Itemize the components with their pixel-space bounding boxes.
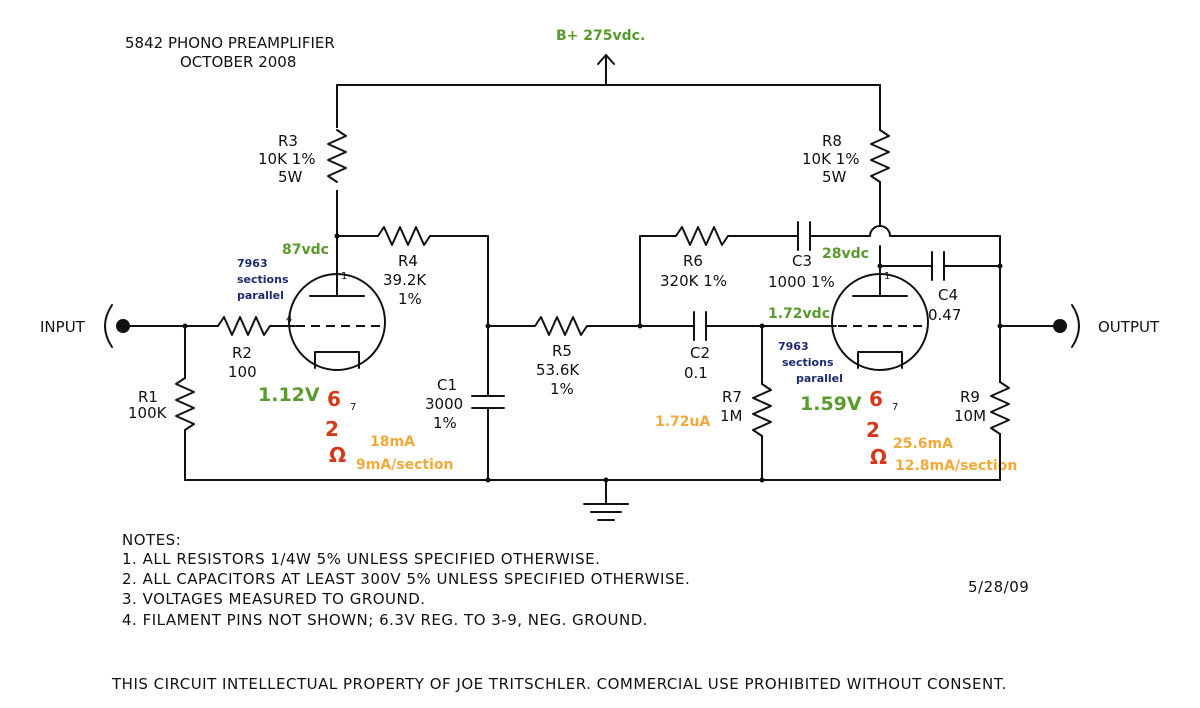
tube1-cathode-voltage: 1.12V — [258, 384, 320, 406]
note-3: 3. VOLTAGES MEASURED TO GROUND. — [122, 590, 426, 608]
r6-value: 320K 1% — [660, 272, 727, 290]
tube2-grid-voltage: 1.72vdc — [768, 306, 830, 322]
bplus-arrow-icon — [597, 54, 615, 86]
r3-rating: 5W — [278, 168, 303, 186]
r5-tol: 1% — [550, 380, 574, 398]
c2-value: 0.1 — [684, 364, 708, 382]
tube1-type-line1: 7963 — [237, 257, 268, 270]
resistor-r7 — [752, 325, 772, 481]
capacitor-c4 — [879, 235, 1001, 327]
notes-heading: NOTES: — [122, 531, 181, 549]
tube2-pin-b: 7 — [892, 402, 898, 413]
note-2: 2. ALL CAPACITORS AT LEAST 300V 5% UNLES… — [122, 570, 690, 588]
r3-value: 10K 1% — [258, 150, 316, 168]
c1-tol: 1% — [433, 414, 457, 432]
tube1-envelope — [288, 273, 386, 371]
tube1-pin-a: 6 — [327, 387, 341, 411]
c4-name: C4 — [938, 286, 958, 304]
resistor-r2 — [217, 316, 296, 336]
tube2-plate-voltage: 28vdc — [822, 246, 869, 262]
tube2-current-section: 12.8mA/section — [895, 458, 1017, 474]
resistor-r9 — [990, 325, 1010, 481]
c2-name: C2 — [690, 344, 710, 362]
revision-date: 5/28/09 — [968, 578, 1029, 596]
input-label: INPUT — [40, 318, 86, 336]
c3-value: 1000 1% — [768, 273, 835, 291]
c4-value: 0.47 — [928, 306, 961, 324]
tube2-current-total: 25.6mA — [893, 436, 953, 452]
r6-name: R6 — [683, 252, 703, 270]
resistor-r1 — [175, 325, 195, 481]
tube2-cathode-voltage: 1.59V — [800, 393, 862, 415]
tube1-pin-b: 7 — [350, 402, 356, 413]
r3-name: R3 — [278, 132, 298, 150]
resistor-r8 — [870, 129, 890, 275]
note-1: 1. ALL RESISTORS 1/4W 5% UNLESS SPECIFIE… — [122, 550, 600, 568]
tube1-type-line3: parallel — [237, 289, 284, 302]
bplus-rail — [336, 84, 881, 131]
tube2-cathode-ohm: Ω — [870, 445, 887, 469]
resistor-r4 — [336, 226, 489, 327]
r4-value: 39.2K — [383, 271, 427, 289]
footer-copyright: THIS CIRCUIT INTELLECTUAL PROPERTY OF JO… — [111, 675, 1007, 693]
resistor-r5 — [487, 316, 641, 336]
tube1-type-line2: sections — [237, 273, 289, 286]
resistor-r3 — [326, 128, 348, 190]
tube2-type-line2: sections — [782, 356, 834, 369]
r4-name: R4 — [398, 252, 418, 270]
r4-tol: 1% — [398, 290, 422, 308]
r1-value: 100K — [128, 404, 168, 422]
r2-name: R2 — [232, 344, 252, 362]
r7-current: 1.72uA — [655, 414, 711, 430]
tube2-pin-c: 2 — [866, 418, 880, 442]
r9-name: R9 — [960, 388, 980, 406]
ground-symbol-icon — [583, 479, 629, 521]
tube1-current-section: 9mA/section — [356, 457, 453, 473]
r9-value: 10M — [954, 407, 986, 425]
resistor-r6 — [639, 226, 799, 327]
r8-rating: 5W — [822, 168, 847, 186]
tube2-pin-plate: 1 — [884, 271, 890, 282]
tube2-envelope — [831, 273, 929, 371]
tube1-current-total: 18mA — [370, 434, 415, 450]
bplus-label: B+ 275vdc. — [556, 28, 645, 44]
capacitor-c1 — [471, 325, 505, 481]
tube2-type-line1: 7963 — [778, 340, 809, 353]
note-4: 4. FILAMENT PINS NOT SHOWN; 6.3V REG. TO… — [122, 611, 648, 629]
r5-name: R5 — [552, 342, 572, 360]
r8-value: 10K 1% — [802, 150, 860, 168]
schematic-title: 5842 PHONO PREAMPLIFIER — [125, 34, 335, 52]
r7-value: 1M — [720, 407, 743, 425]
r2-value: 100 — [228, 363, 257, 381]
r5-value: 53.6K — [536, 361, 580, 379]
ground-bus — [184, 477, 1001, 483]
c1-name: C1 — [437, 376, 457, 394]
output-jack-icon — [1053, 304, 1080, 348]
tube2-type-line3: parallel — [796, 372, 843, 385]
capacitor-c2 — [639, 311, 837, 341]
output-label: OUTPUT — [1098, 318, 1160, 336]
r8-name: R8 — [822, 132, 842, 150]
tube1-cathode-ohm: Ω — [329, 443, 346, 467]
tube1-pin-grid: 4 — [286, 314, 292, 325]
tube1-pin-plate: 1 — [341, 271, 347, 282]
tube1-plate-voltage: 87vdc — [282, 242, 329, 258]
tube1-pin-c: 2 — [325, 417, 339, 441]
tube2-pin-a: 6 — [869, 387, 883, 411]
c3-name: C3 — [792, 252, 812, 270]
r7-name: R7 — [722, 388, 742, 406]
c1-value: 3000 — [425, 395, 463, 413]
schematic-date-line: OCTOBER 2008 — [180, 53, 296, 71]
r1-name: R1 — [138, 388, 158, 406]
